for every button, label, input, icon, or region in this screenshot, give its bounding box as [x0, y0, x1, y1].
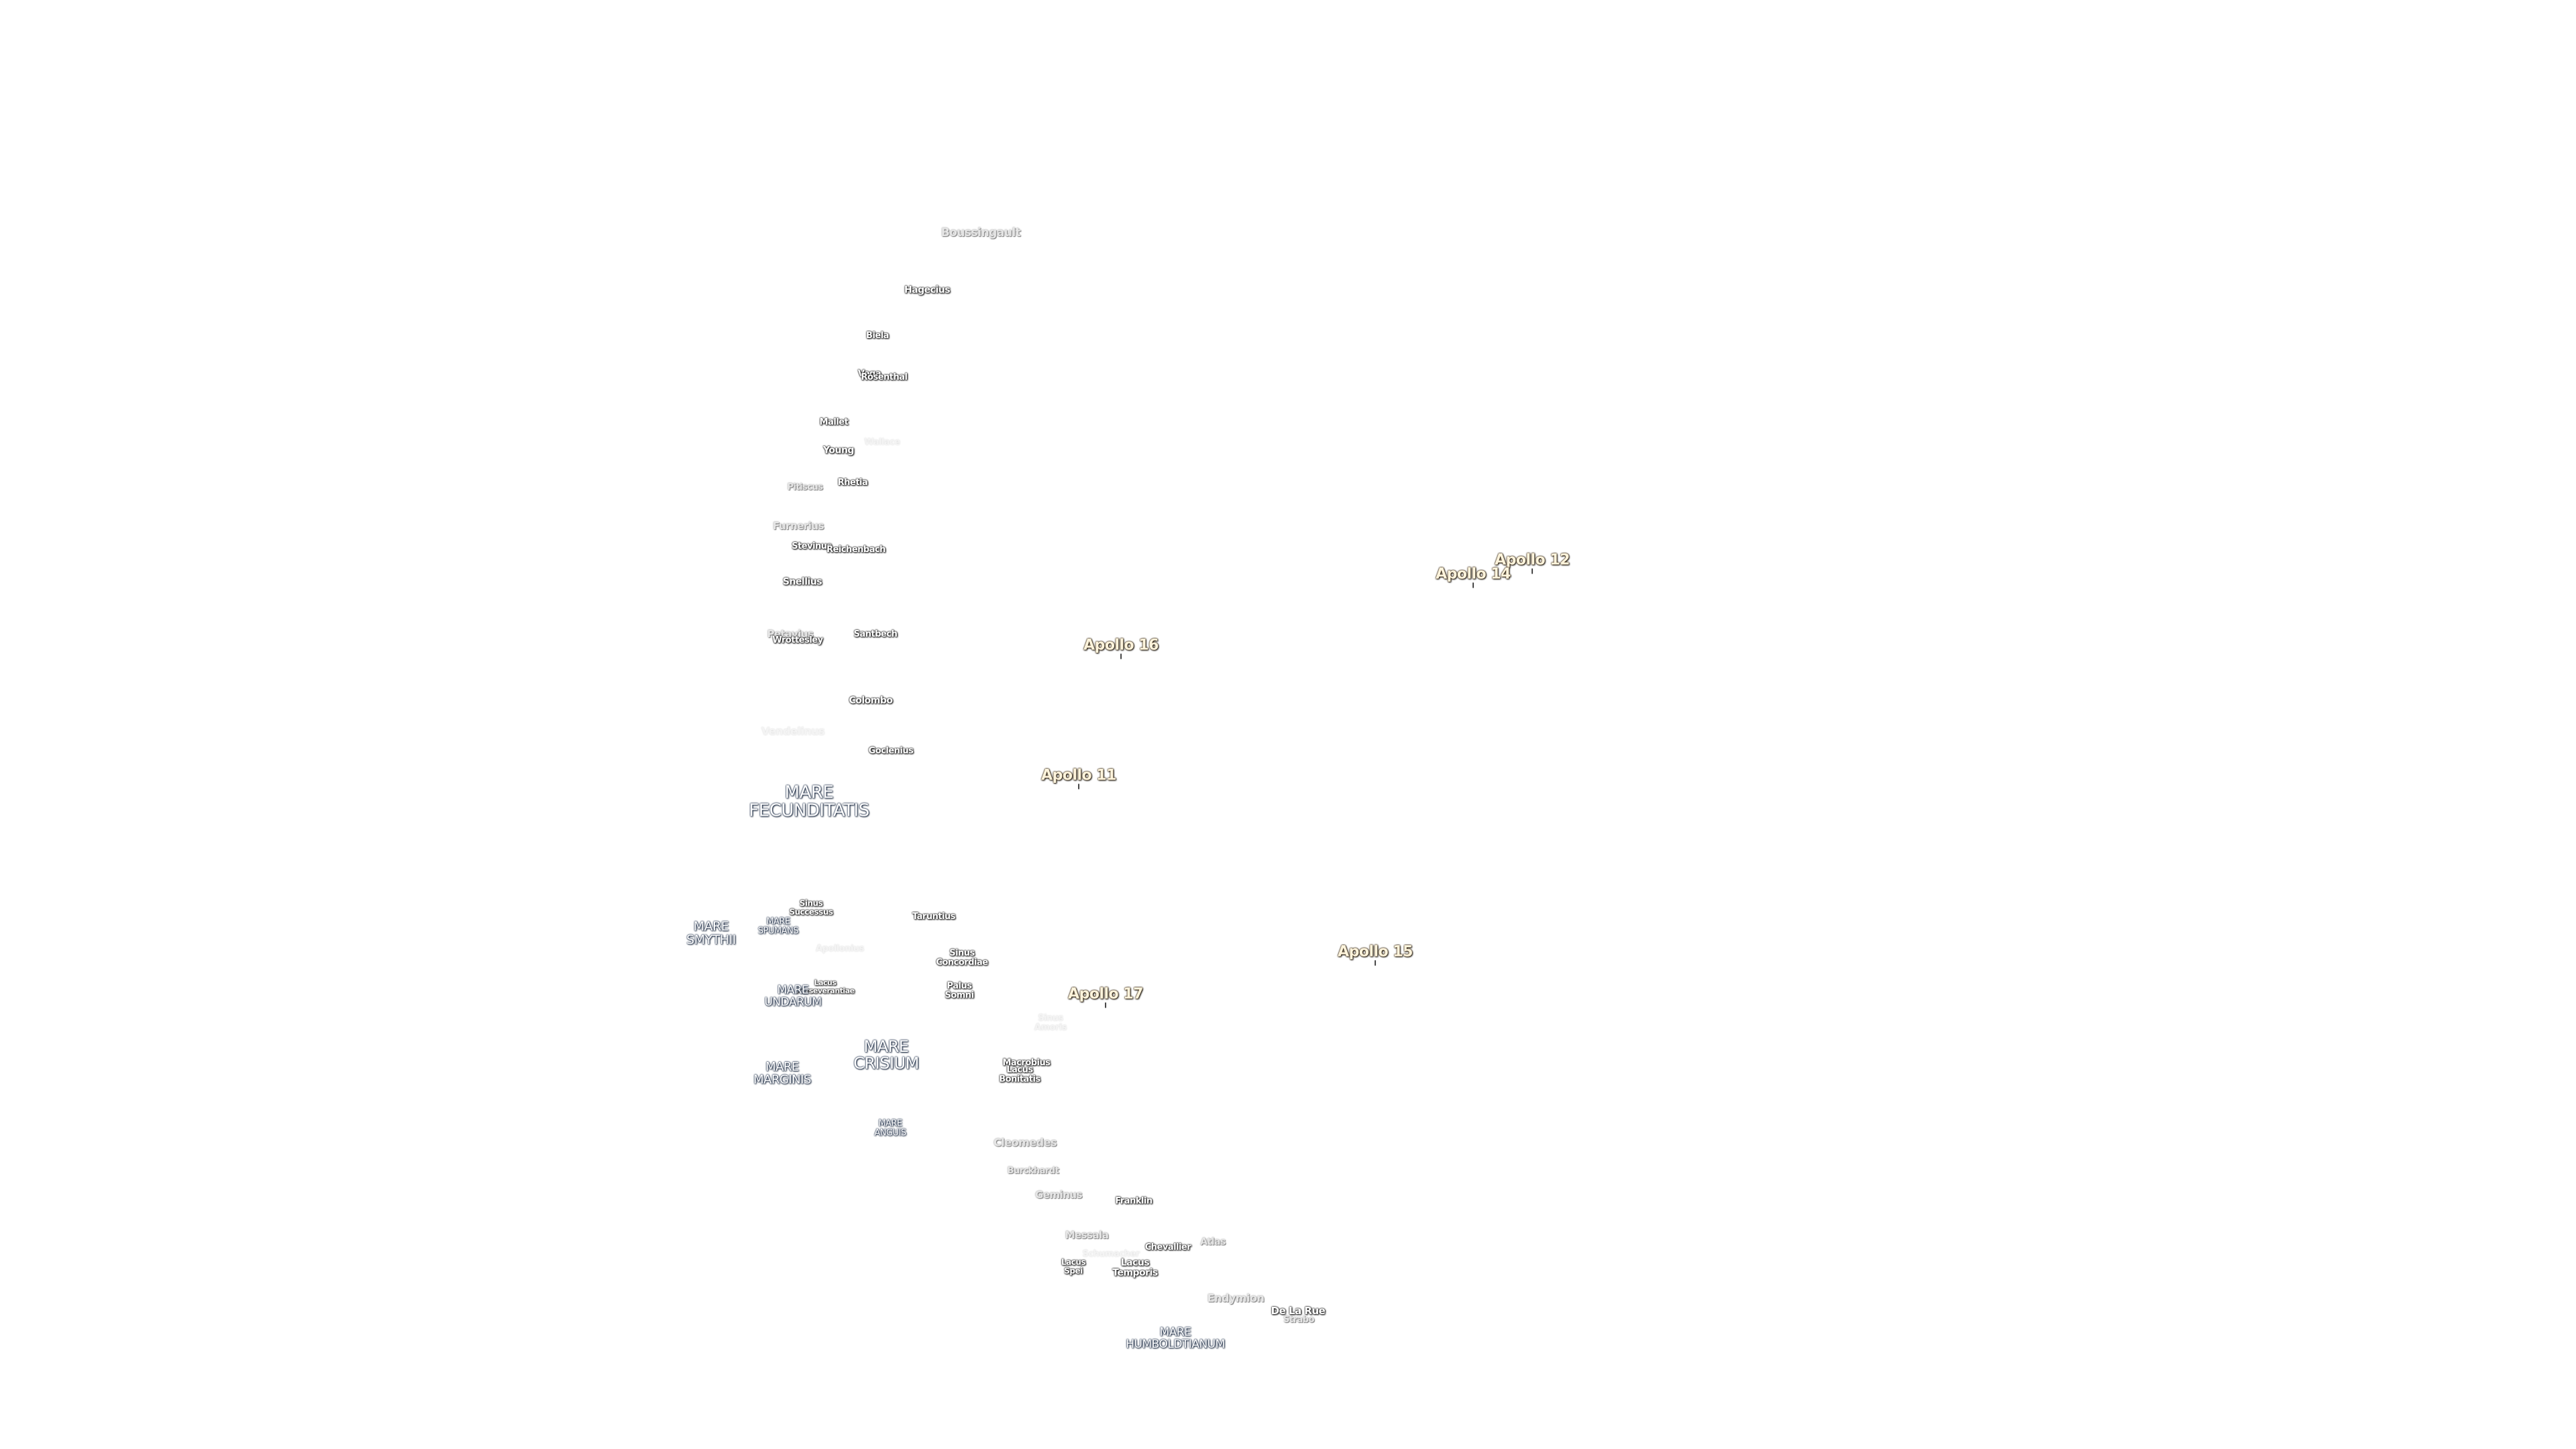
apollo-landing-site-label[interactable]: Apollo 12: [1495, 551, 1570, 574]
apollo-landing-site-label[interactable]: Apollo 14: [1436, 566, 1511, 588]
crater-label: Apollonius: [816, 944, 864, 955]
crater-label: Pitiscus: [787, 482, 823, 493]
apollo-landing-site-label[interactable]: Apollo 16: [1083, 637, 1159, 659]
lacus-label: Lacus Perseverantiae: [796, 978, 855, 995]
crater-label: Rhetia: [837, 478, 868, 488]
crater-label: Santbech: [853, 629, 898, 640]
crater-label: Chevallier: [1144, 1242, 1191, 1253]
crater-label: Strabo: [1283, 1315, 1315, 1326]
crater-label: Colombo: [849, 695, 893, 706]
crater-label: De La Rue: [1271, 1305, 1326, 1318]
crater-label: Schumacher: [1082, 1249, 1140, 1260]
crater-label: Cleomedes: [994, 1136, 1057, 1149]
crater-label: Rosenthal: [861, 372, 908, 383]
crater-label: Messala: [1065, 1229, 1109, 1242]
crater-label: Petavius: [767, 628, 814, 641]
sinus-label: Sinus Successus: [789, 898, 833, 916]
crater-label: Macrobius: [1002, 1058, 1051, 1069]
crater-label: Young: [823, 445, 854, 456]
crater-label: Boussingault: [941, 226, 1021, 240]
apollo-landing-site-label[interactable]: Apollo 11: [1041, 767, 1116, 790]
crater-label: Reichenbach: [826, 545, 885, 555]
mare-label: MARE SPUMANS: [757, 916, 799, 936]
sinus-label: Sinus Amoris: [1034, 1013, 1067, 1032]
sinus-label: Sinus Concordiae: [936, 948, 988, 967]
crater-label: Vega: [857, 369, 881, 380]
crater-label: Atlas: [1200, 1236, 1226, 1248]
crater-label: Biela: [866, 331, 889, 341]
apollo-landing-site-label[interactable]: Apollo 17: [1068, 985, 1143, 1008]
crater-label: Taruntius: [912, 912, 956, 922]
mare-label: MARE MARGINIS: [753, 1060, 811, 1087]
lacus-label: Lacus Temporis: [1112, 1257, 1158, 1278]
crater-label: Endymion: [1207, 1291, 1265, 1305]
crater-label: Franklin: [1115, 1196, 1152, 1207]
mare-label: MARE UNDARUM: [764, 983, 822, 1009]
crater-label: Geminus: [1034, 1189, 1083, 1201]
mare-label: MARE CRISIUM: [853, 1036, 919, 1073]
crater-label: Furnerius: [772, 520, 824, 533]
crater-label: Wrottesley: [772, 635, 823, 646]
mare-label: MARE ANGUIS: [874, 1118, 906, 1138]
lacus-label: Lacus Spei: [1061, 1257, 1086, 1275]
palus-label: Palus Somni: [945, 981, 974, 1000]
crater-label: Goclenius: [868, 746, 914, 757]
crater-label: Wallace: [864, 437, 900, 448]
lacus-label: Lacus Bonitatis: [999, 1065, 1040, 1084]
crater-label: Mallet: [819, 417, 849, 428]
crater-label: Snellius: [782, 576, 822, 588]
crater-label: Vendelinus: [761, 724, 825, 738]
crater-label: Hagecius: [904, 284, 951, 296]
crater-label: Burckhardt: [1007, 1166, 1059, 1177]
mare-label: MARE FECUNDITATIS: [749, 782, 869, 821]
mare-label: MARE SMYTHII: [686, 919, 736, 947]
crater-label: Stevinus: [792, 541, 832, 552]
apollo-landing-site-label[interactable]: Apollo 15: [1338, 943, 1413, 966]
mare-label: MARE HUMBOLDTIANUM: [1126, 1326, 1225, 1351]
